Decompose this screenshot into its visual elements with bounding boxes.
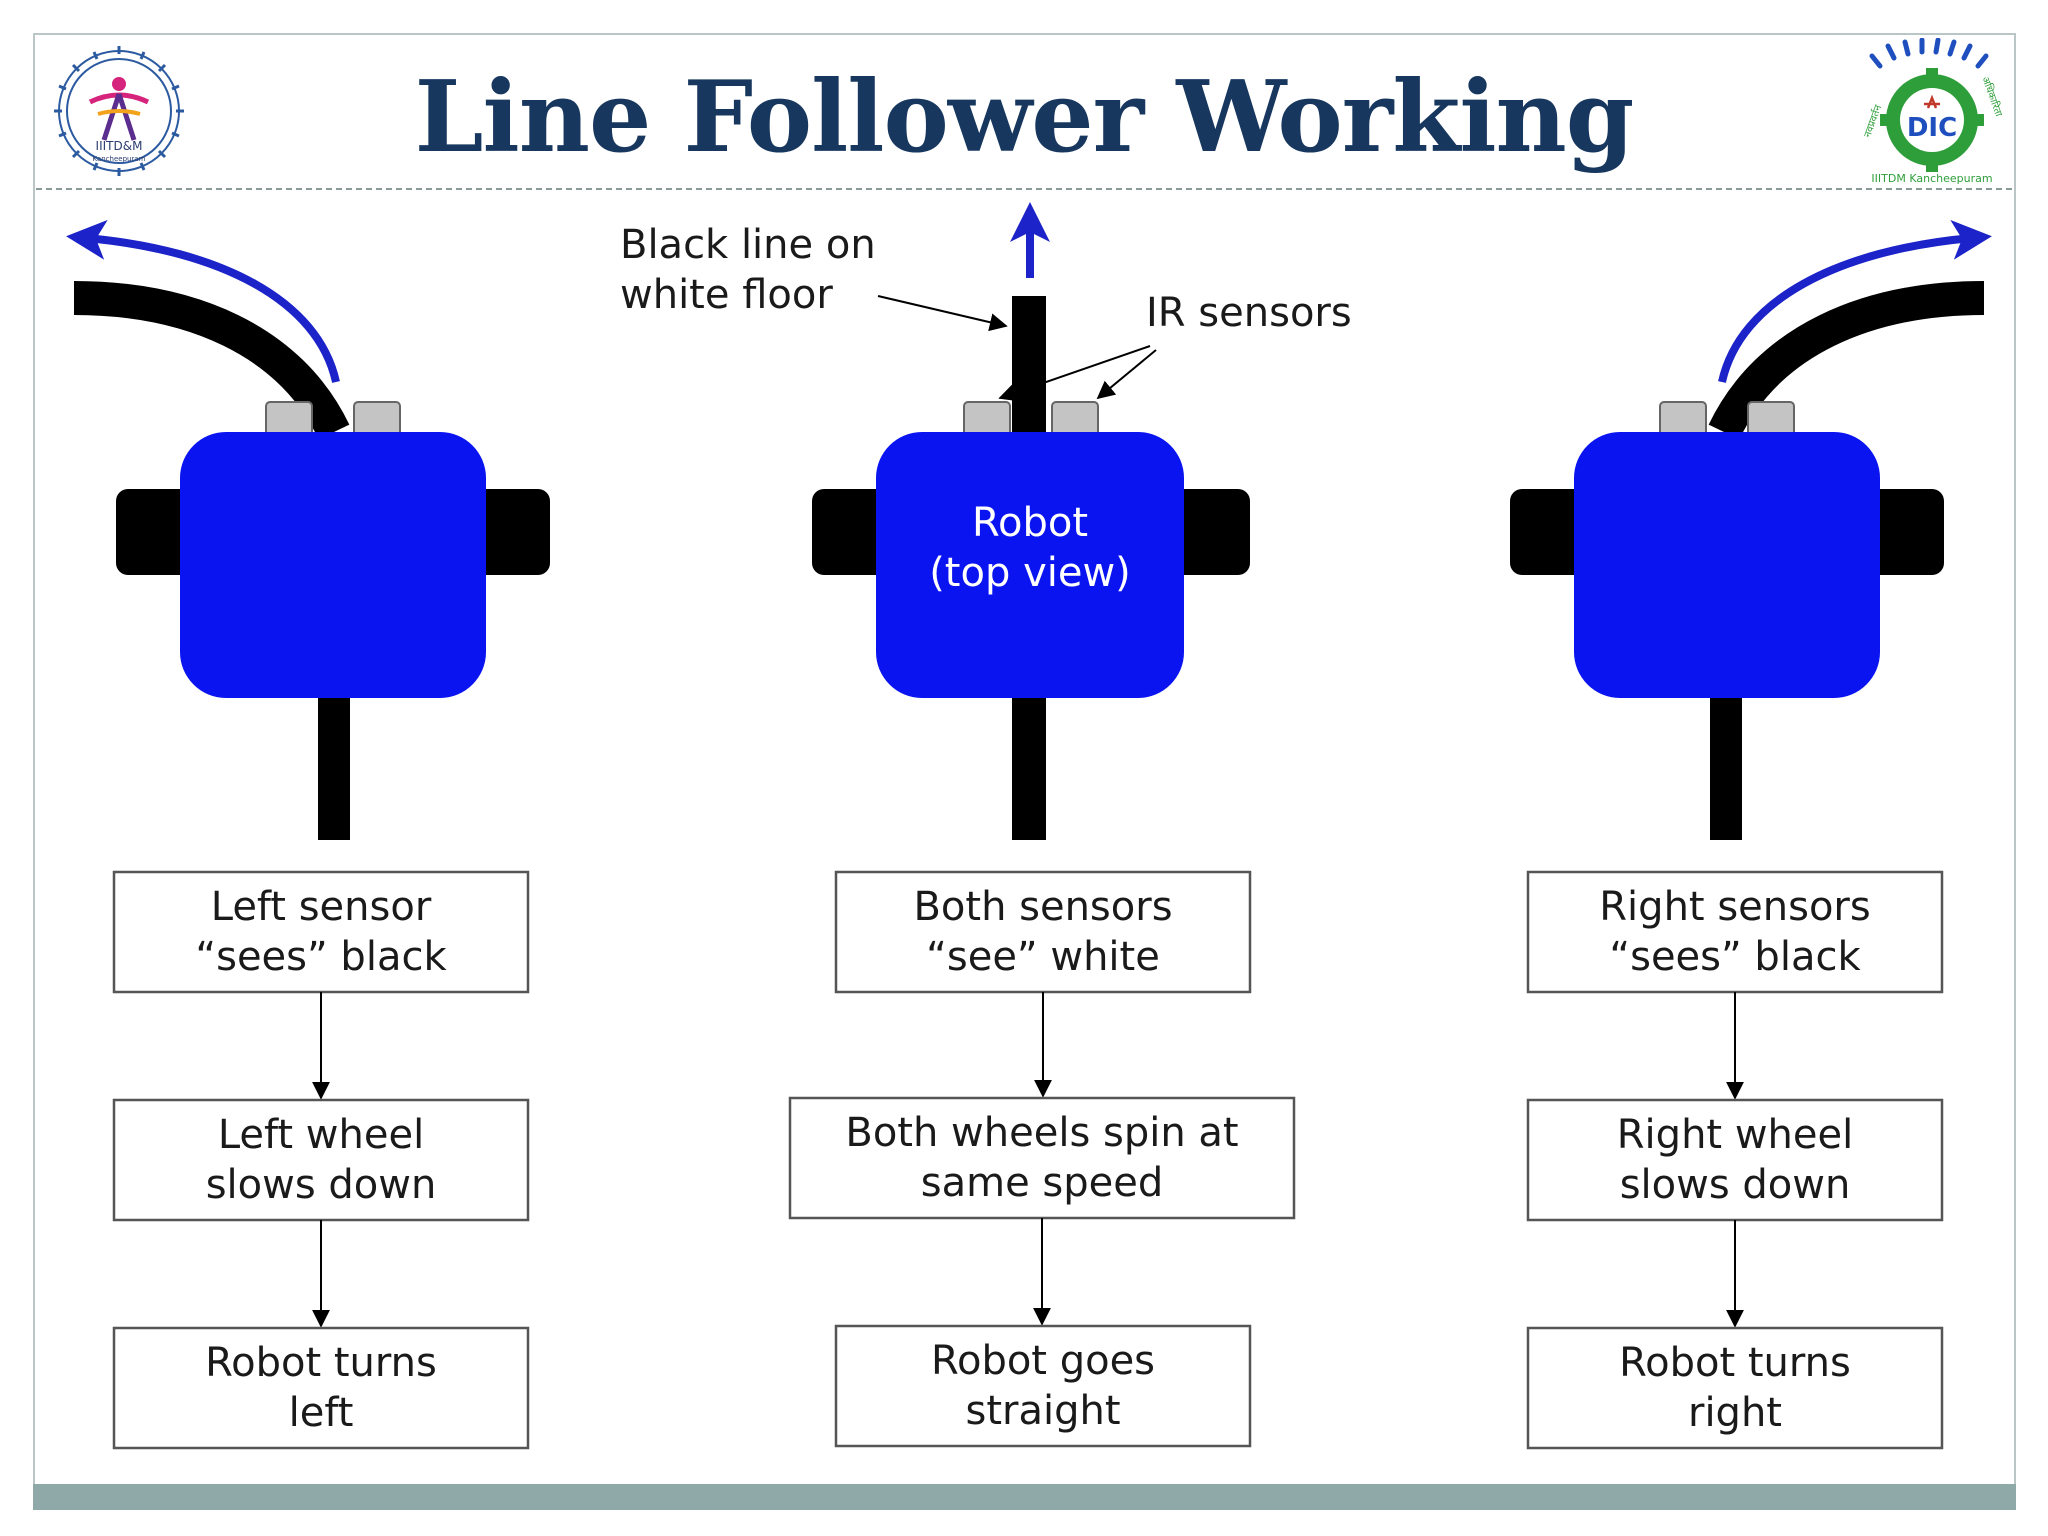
flow-box-text-right-1-2: “sees” black [1609,934,1861,980]
tail-line-center [1012,690,1046,840]
robot-body-right [1574,432,1880,698]
flow-box-text-right-2-2: slows down [1620,1162,1851,1208]
sensor-center-2 [1051,401,1099,437]
flow-box-text-left-3-1: Robot turns [205,1340,437,1386]
flow-box-left-3 [112,1326,530,1450]
flow-box-text-right-1-1: Right sensors [1599,884,1870,930]
flow-box-text-center-2-2: same speed [921,1160,1163,1206]
flow-box-left-2 [112,1098,530,1222]
green-gear-icon [1880,68,1984,172]
curved-line-right [1708,281,1985,440]
sensor-label: IR sensors [1146,290,1352,336]
flow-box-text-right-2-1: Right wheel [1617,1112,1853,1158]
tail-line-right [1710,690,1742,840]
line-label-line2: white floor [620,272,833,318]
wheel-center-right [1168,489,1250,575]
flow-box-text-left-2-1: Left wheel [218,1112,424,1158]
flow-box-text-center-1-1: Both sensors [913,884,1172,930]
flow-box-text-left-1-1: Left sensor [211,884,432,930]
turn-arrow-left [66,219,340,383]
flow-box-text-center-1-2: “see” white [926,934,1160,980]
page-title: Line Follower Working [414,60,1635,175]
flow-box-text-left-2-2: slows down [206,1162,437,1208]
person-icon [88,77,150,141]
sensor-left-1 [265,401,313,437]
wheel-left-outer [116,489,198,575]
iiitdm-logo: IIITD&M Kancheepuram [54,46,184,176]
flow-box-text-center-3-1: Robot goes [931,1338,1155,1384]
wheel-right-inner [1862,489,1944,575]
robot-label-line2: (top view) [929,550,1131,596]
title-divider [36,188,2012,190]
flow-box-text-right-3-1: Robot turns [1619,1340,1851,1386]
logo-left-line2: Kancheepuram [93,155,146,163]
robot-center-group: Robot (top view) Black line on white flo… [620,202,1352,840]
robot-right-group [1510,219,1992,840]
sensor-right-2 [1747,401,1795,437]
pointer-sensor-2 [1096,349,1157,400]
sensor-left-2 [353,401,401,437]
wheel-center-left [812,489,894,575]
flow-box-text-left-1-2: “sees” black [195,934,447,980]
person-icon [1924,94,1940,109]
rays-icon [1869,38,1989,69]
dic-logo: DIC नवप्रवर्तन अधिकारिता IIITDM Kancheep… [1862,38,2005,185]
sensor-center-1 [963,401,1011,437]
line-label-line1: Black line on [620,222,876,268]
pointer-line-label [877,295,1008,332]
sensor-right-1 [1659,401,1707,437]
wheel-left-inner [468,489,550,575]
flow-box-center-3 [834,1324,1252,1448]
robot-body-center [876,432,1184,698]
flow-box-text-center-3-2: straight [965,1388,1120,1434]
robot-left-group [66,219,550,840]
flow-box-left-1 [112,870,530,994]
flow-box-center-2 [788,1096,1296,1220]
tail-line-left [318,690,350,840]
flow-box-text-right-3-2: right [1688,1390,1782,1436]
robot-label-line1: Robot [972,500,1088,546]
turn-arrow-right [1718,219,1992,383]
pointer-sensor-1 [998,345,1151,402]
robot-body-left [180,432,486,698]
wheel-right-outer [1510,489,1592,575]
logo-left-line1: IIITD&M [96,139,143,153]
flow-box-right-1 [1526,870,1944,994]
flow-box-right-3 [1526,1326,1944,1450]
logo-right-caption: IIITDM Kancheepuram [1871,172,1992,185]
gear-teeth-icon [54,46,184,176]
footer-bar [33,1484,2016,1510]
logo-right-main: DIC [1907,113,1957,143]
straight-line-center [1012,296,1046,436]
flow-box-text-left-3-2: left [289,1390,354,1436]
curved-line-left [73,281,350,440]
flow-box-text-center-2-1: Both wheels spin at [845,1110,1238,1156]
